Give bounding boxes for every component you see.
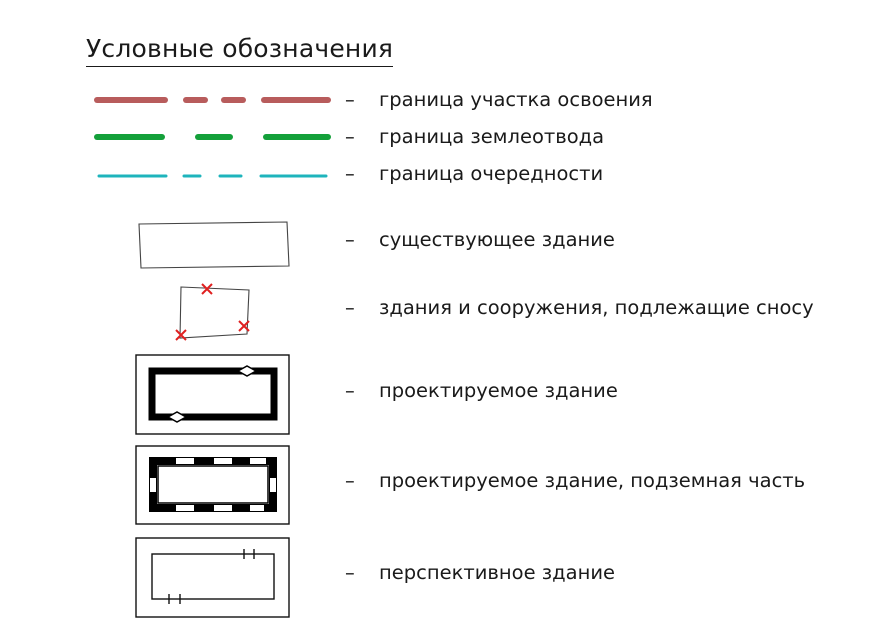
- legend-label: граница очередности: [379, 162, 604, 185]
- existing-building-symbol: [138, 221, 290, 269]
- dash: –: [345, 296, 355, 319]
- legend-item-underground-building: – проектируемое здание, подземная часть: [345, 469, 805, 492]
- legend-item-existing-building: – существующее здание: [345, 228, 615, 251]
- legend-item-designed-building: – проектируемое здание: [345, 379, 618, 402]
- dash: –: [345, 379, 355, 402]
- legend-label: проектируемое здание: [379, 379, 618, 402]
- dash: –: [345, 469, 355, 492]
- dash: –: [345, 125, 355, 148]
- underground-building-symbol: [135, 445, 290, 525]
- demolition-building-symbol: [175, 283, 250, 341]
- legend-item-site-boundary: – граница участка освоения: [345, 88, 653, 111]
- legend-label: граница участка освоения: [379, 88, 653, 111]
- designed-building-symbol: [135, 354, 290, 435]
- legend-label: существующее здание: [379, 228, 615, 251]
- dash: –: [345, 88, 355, 111]
- prospective-building-symbol: [135, 537, 290, 618]
- legend-label: здания и сооружения, подлежащие сносу: [379, 296, 814, 319]
- legend-item-demolition: – здания и сооружения, подлежащие сносу: [345, 296, 814, 319]
- legend-label: граница землеотвода: [379, 125, 605, 148]
- legend-item-land-allotment: – граница землеотвода: [345, 125, 604, 148]
- legend-title: Условные обозначения: [86, 34, 394, 67]
- legend-item-phase-boundary: – граница очередности: [345, 162, 603, 185]
- dash: –: [345, 561, 355, 584]
- dash: –: [345, 162, 355, 185]
- dash: –: [345, 228, 355, 251]
- legend-label: перспективное здание: [379, 561, 615, 584]
- legend-item-prospective-building: – перспективное здание: [345, 561, 615, 584]
- legend-label: проектируемое здание, подземная часть: [379, 469, 806, 492]
